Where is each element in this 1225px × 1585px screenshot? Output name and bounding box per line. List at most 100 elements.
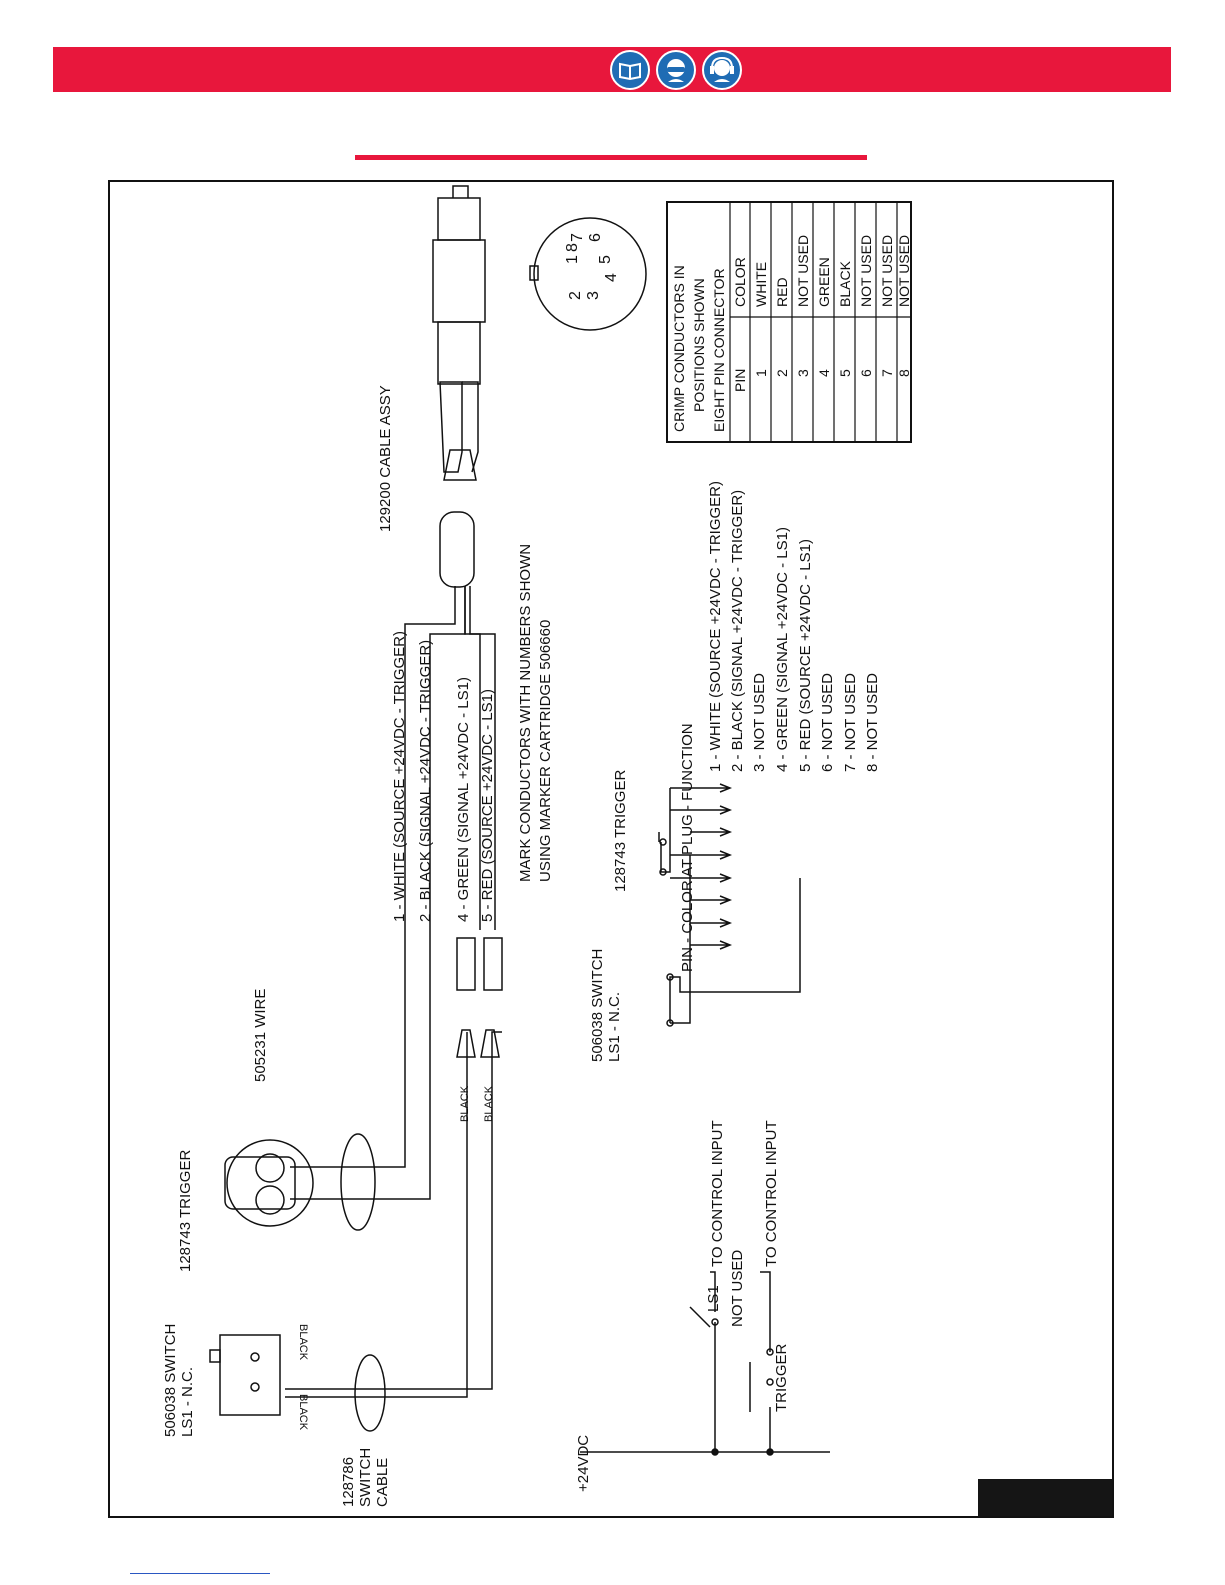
trigger-contact-2 bbox=[659, 868, 667, 876]
pin-1: 1 bbox=[564, 255, 581, 264]
mark-note-1: MARK CONDUCTORS WITH NUMBERS SHOWN bbox=[517, 544, 534, 882]
pin-arrow-7 bbox=[690, 918, 733, 928]
switch-label-2: 506038 SWITCH bbox=[589, 949, 606, 1062]
row-pin-3: 3 bbox=[795, 369, 811, 377]
trigger-contact-1 bbox=[659, 838, 667, 846]
wire-label-2: 2 - BLACK (SIGNAL +24VDC - TRIGGER) bbox=[417, 640, 434, 922]
row-pin-8: 8 bbox=[896, 369, 912, 377]
pin-arrow-5 bbox=[670, 873, 733, 883]
switch-actuator bbox=[209, 1349, 221, 1363]
pin-arrow-4 bbox=[670, 850, 733, 860]
ls1-branch bbox=[689, 1271, 716, 1452]
row-pin-2: 2 bbox=[774, 369, 790, 377]
row-color-2: RED bbox=[774, 277, 790, 307]
connector-key bbox=[529, 265, 539, 281]
terminal-red bbox=[483, 937, 503, 991]
pin-4: 4 bbox=[603, 273, 620, 282]
row-color-8: NOT USED bbox=[896, 235, 912, 307]
wire-red bbox=[469, 586, 496, 930]
strain-relief-1 bbox=[439, 381, 463, 473]
switch-screw-1 bbox=[250, 1352, 260, 1362]
pin-line-3: 3 - NOT USED bbox=[751, 673, 768, 772]
trigger-wire-white bbox=[290, 586, 456, 1168]
switch-cable-1: 128786 bbox=[340, 1457, 357, 1507]
wire-505231-label: 505231 WIRE bbox=[252, 989, 269, 1082]
switch-label: 506038 SWITCH bbox=[162, 1324, 179, 1437]
drawing-frame: 129200 CABLE ASSY MARK CONDUCTORS WITH N… bbox=[108, 180, 1114, 1518]
row-pin-7: 7 bbox=[879, 369, 895, 377]
row-pin-6: 6 bbox=[858, 369, 874, 377]
pin-2: 2 bbox=[567, 291, 584, 300]
pin-arrow-8 bbox=[690, 940, 733, 950]
trigger-pin-2 bbox=[255, 1185, 285, 1215]
trigger-node-2 bbox=[766, 1348, 774, 1356]
wire-label-5: 5 - RED (SOURCE +24VDC - LS1) bbox=[479, 689, 496, 922]
pin-line-1: 1 - WHITE (SOURCE +24VDC - TRIGGER) bbox=[707, 481, 724, 772]
pin-3: 3 bbox=[585, 291, 602, 300]
pin-arrow-6 bbox=[690, 895, 733, 905]
cable-assy-label: 129200 CABLE ASSY bbox=[377, 385, 394, 532]
trigger-wire-black bbox=[290, 586, 466, 1200]
switch-cable-loop bbox=[354, 1354, 386, 1432]
connector-face bbox=[533, 217, 647, 331]
pin-8: 8 bbox=[564, 243, 581, 252]
pin-line-2: 2 - BLACK (SIGNAL +24VDC - TRIGGER) bbox=[729, 490, 746, 772]
manual-book-icon bbox=[610, 50, 650, 90]
pin-line-8: 8 - NOT USED bbox=[864, 673, 881, 772]
black-label-3: BLACK bbox=[297, 1324, 309, 1361]
col-pin-header: PIN bbox=[732, 369, 748, 392]
row-color-7: NOT USED bbox=[879, 235, 895, 307]
black-label-4: BLACK bbox=[297, 1394, 309, 1431]
junction-1 bbox=[711, 1448, 719, 1456]
table-title-3: EIGHT PIN CONNECTOR bbox=[711, 268, 727, 432]
trigger-schematic-label: TRIGGER bbox=[773, 1343, 790, 1412]
control-input-1: TO CONTROL INPUT bbox=[709, 1120, 726, 1267]
hearing-protection-icon bbox=[702, 50, 742, 90]
female-terminal-1 bbox=[456, 1029, 476, 1058]
row-pin-5: 5 bbox=[837, 369, 853, 377]
v24-label: +24VDC bbox=[575, 1435, 592, 1492]
ls1-node bbox=[711, 1318, 719, 1326]
connector-tip bbox=[452, 185, 469, 198]
switch-wire-black-1 bbox=[285, 1031, 502, 1390]
safety-glasses-icon bbox=[656, 50, 696, 90]
wire-label-4: 4 - GREEN (SIGNAL +24VDC - LS1) bbox=[455, 677, 472, 922]
ls1-label: LS1 bbox=[705, 1285, 722, 1312]
row-color-6: NOT USED bbox=[858, 235, 874, 307]
cable-jacket bbox=[439, 511, 475, 588]
ls1-nc-label: LS1 - N.C. bbox=[179, 1367, 196, 1437]
pin-arrow-3 bbox=[690, 827, 733, 837]
row-pin-4: 4 bbox=[816, 369, 832, 377]
trigger-label: 128743 TRIGGER bbox=[177, 1150, 194, 1272]
female-terminal-2 bbox=[480, 1029, 500, 1058]
trigger-branch bbox=[749, 1271, 771, 1452]
connector-nose bbox=[437, 197, 481, 241]
pin-5: 5 bbox=[597, 255, 614, 264]
page-tab bbox=[978, 1479, 1112, 1516]
connector-grip bbox=[432, 239, 486, 323]
pin-arrow-1 bbox=[670, 783, 733, 793]
row-color-3: NOT USED bbox=[795, 235, 811, 307]
row-pin-1: 1 bbox=[753, 369, 769, 377]
pin-line-4: 4 - GREEN (SIGNAL +24VDC - LS1) bbox=[774, 527, 791, 772]
terminal-green bbox=[456, 937, 476, 991]
table-title-2: POSITIONS SHOWN bbox=[691, 278, 707, 412]
footer-link-underline[interactable] bbox=[130, 1573, 270, 1574]
ls1-wire bbox=[669, 878, 801, 1023]
switch-cable-3: CABLE bbox=[374, 1458, 391, 1507]
switch-body bbox=[219, 1334, 281, 1416]
black-label-2: BLACK bbox=[483, 1085, 495, 1122]
row-color-5: BLACK bbox=[837, 260, 853, 307]
safety-icons bbox=[610, 48, 760, 92]
row-color-1: WHITE bbox=[753, 262, 769, 307]
wiring-diagram: 129200 CABLE ASSY MARK CONDUCTORS WITH N… bbox=[162, 185, 912, 1507]
ls1-contact-2 bbox=[666, 1019, 674, 1027]
col-color-header: COLOR bbox=[732, 257, 748, 307]
black-label-1: BLACK bbox=[459, 1085, 471, 1122]
junction-2 bbox=[766, 1448, 774, 1456]
control-input-2: TO CONTROL INPUT bbox=[763, 1120, 780, 1267]
ls1-contact-1 bbox=[666, 973, 674, 981]
wire-label-1: 1 - WHITE (SOURCE +24VDC - TRIGGER) bbox=[391, 631, 408, 922]
pin-arrow-2 bbox=[670, 805, 733, 815]
ls1-nc-label-2: LS1 - N.C. bbox=[606, 992, 623, 1062]
